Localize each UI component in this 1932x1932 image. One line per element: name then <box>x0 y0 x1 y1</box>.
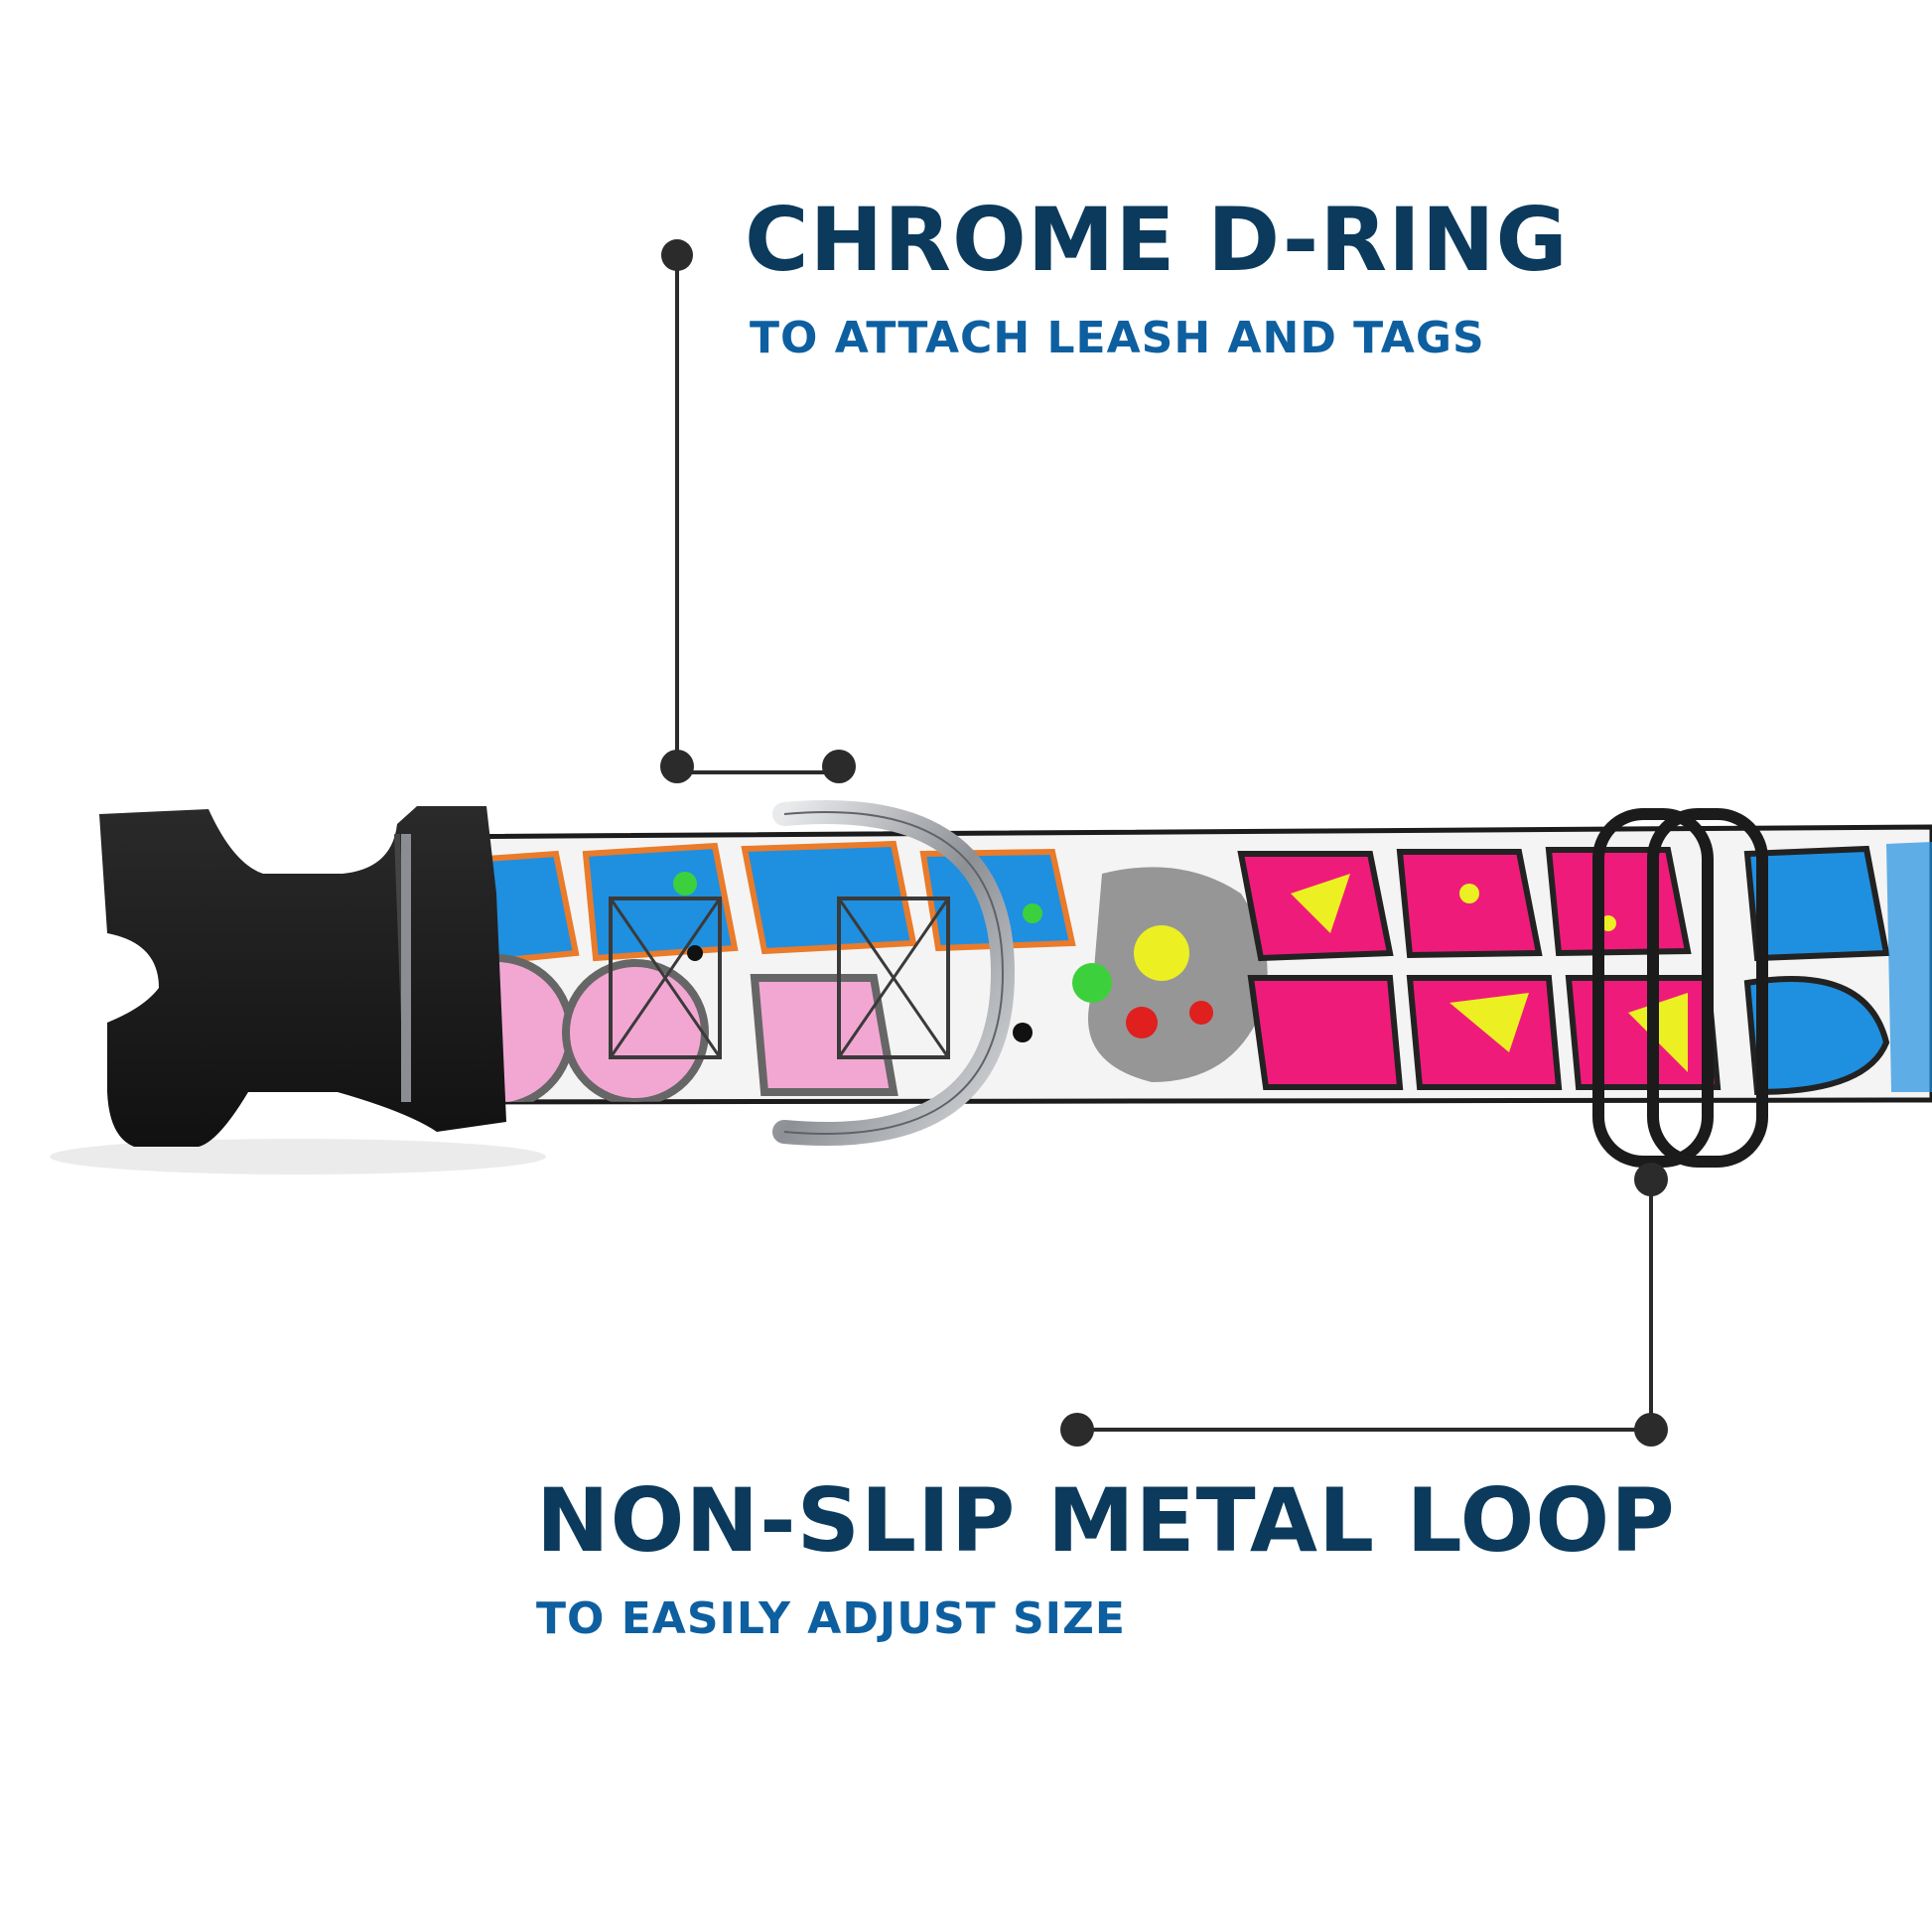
d-ring-leader <box>660 239 856 783</box>
leader-dot <box>1060 1413 1094 1447</box>
leader-dot <box>822 750 856 783</box>
loop-callout-title: NON-SLIP METAL LOOP <box>536 1469 1676 1572</box>
leader-dot <box>1634 1163 1668 1196</box>
leader-dot <box>661 239 693 271</box>
collar-buckle-icon <box>99 806 506 1147</box>
d-ring-icon <box>772 800 1016 1146</box>
leader-dot <box>660 750 694 783</box>
leader-dot <box>1634 1413 1668 1447</box>
loop-leader <box>1060 1163 1668 1447</box>
d-ring-callout-title: CHROME D-RING <box>745 189 1569 291</box>
slide-loop-icon <box>1592 808 1768 1168</box>
loop-callout-subtitle: TO EASILY ADJUST SIZE <box>536 1593 1126 1644</box>
d-ring-callout-subtitle: TO ATTACH LEASH AND TAGS <box>750 313 1485 363</box>
buckle-shadow <box>50 1139 546 1174</box>
